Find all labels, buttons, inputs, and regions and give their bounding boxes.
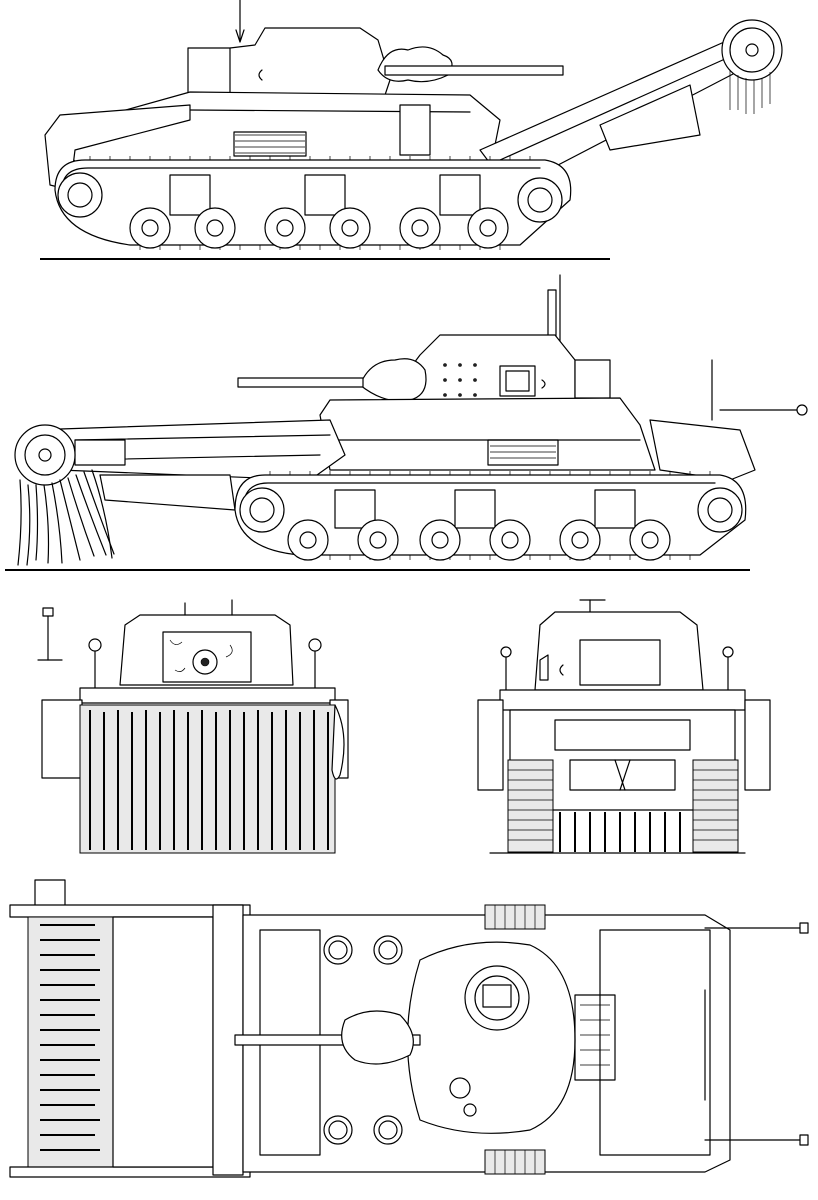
flail-chains [89, 710, 329, 850]
turret [406, 941, 576, 1134]
commander-cupola [464, 965, 530, 1031]
top-view [9, 879, 809, 1178]
track-left [507, 759, 554, 853]
side-view-left [40, 0, 783, 260]
flail-chains [559, 812, 681, 852]
main-gun [384, 65, 564, 76]
track-right [692, 759, 739, 853]
hull [319, 397, 656, 471]
flail-chain-curtain [79, 704, 336, 854]
flail-chains [40, 924, 100, 1151]
main-gun [237, 377, 364, 388]
flail-rotor-top [27, 916, 114, 1168]
road-wheels [287, 489, 671, 561]
flail-rotor [14, 424, 76, 486]
road-wheels [129, 174, 509, 249]
flail-chains [17, 469, 115, 566]
front-view [37, 599, 349, 854]
side-view-right [5, 274, 808, 571]
main-gun [234, 1034, 421, 1046]
rear-view [477, 599, 771, 854]
flail-rotor [721, 19, 783, 114]
